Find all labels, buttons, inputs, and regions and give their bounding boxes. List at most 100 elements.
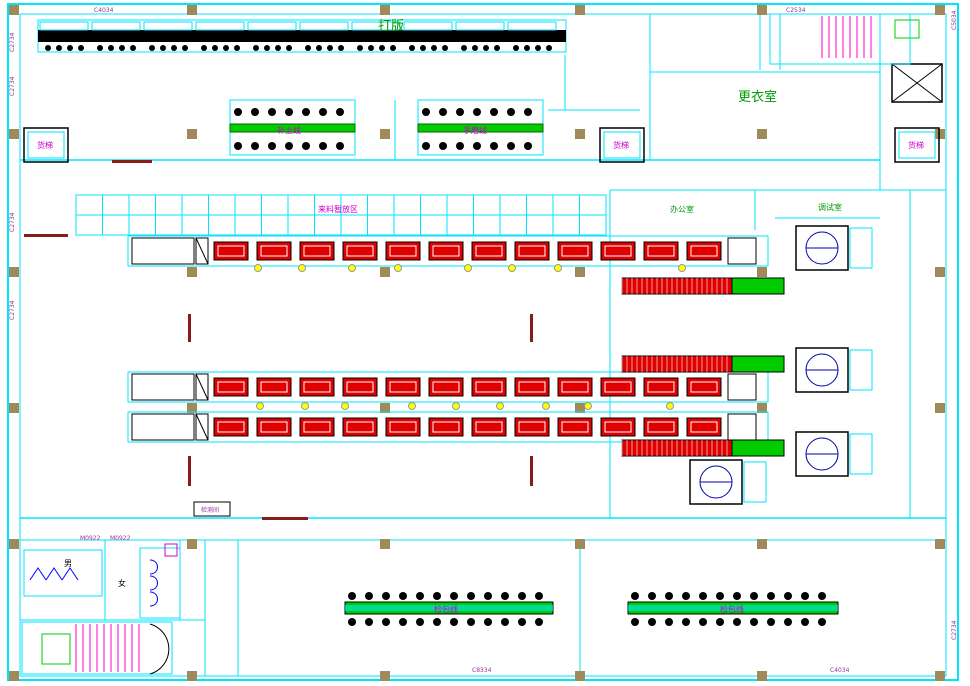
yellow-marker [542,402,550,410]
column [575,5,585,15]
machine-inner [518,245,546,257]
column [935,671,945,681]
operator-seat [319,142,327,150]
machine [643,241,679,261]
debug-room-label: 调试室 [818,202,842,212]
machine-inner [647,421,675,433]
operator-seat [45,45,51,51]
yellow-marker [408,402,416,410]
storage-cell [102,194,130,216]
top-line-unit [403,21,453,31]
column [9,539,19,549]
column [9,403,19,413]
machine-inner [432,381,460,393]
storage-cell [446,194,474,216]
machine [686,241,722,261]
machine [514,417,550,437]
operator-seat [399,618,407,626]
column [9,267,19,277]
operator-seat [524,45,530,51]
operator-seat [336,142,344,150]
robot-cell [795,225,849,271]
top-line-unit [91,21,141,31]
office-label: 办公室 [670,204,694,214]
operator-seat [416,618,424,626]
line-gate-x [195,237,209,265]
operator-seat [784,618,792,626]
operator-seat [439,142,447,150]
operator-seat [212,45,218,51]
operator-seat [253,45,259,51]
line-gate-x [195,413,209,441]
machine-inner [604,381,632,393]
yellow-marker [254,264,262,272]
storage-cell [579,194,607,216]
operator-seat [507,108,515,116]
operator-seat [733,618,741,626]
operator-seat [767,618,775,626]
machine [471,417,507,437]
machine-inner [389,381,417,393]
operator-seat [535,45,541,51]
operator-seat [473,108,481,116]
yellow-marker [496,402,504,410]
storage-cell [234,194,262,216]
operator-seat [450,618,458,626]
operator-seat [67,45,73,51]
changing-room-label: 更衣室 [738,89,777,105]
operator-seat [524,142,532,150]
column [757,5,767,15]
conveyor-end [731,277,785,295]
storage-cell [340,214,368,236]
operator-seat [456,108,464,116]
operator-seat [490,108,498,116]
stairs-top [769,13,920,65]
robot-side [849,349,873,391]
dim-door-2: M0922 [110,535,131,542]
operator-seat [319,108,327,116]
line-gate [195,413,209,441]
operator-seat [382,618,390,626]
operator-seat [733,592,741,600]
column [187,129,197,139]
machine-inner [647,245,675,257]
operator-seat [285,142,293,150]
machine [428,417,464,437]
column [935,267,945,277]
male-label: 男 [64,559,72,568]
elevator-2-label: 货梯 [613,140,629,150]
top-line-unit [195,21,245,31]
machine-inner [346,245,374,257]
operator-seat [439,108,447,116]
dim-top: C4034 [94,7,114,14]
column [575,539,585,549]
storage-cell [208,194,236,216]
operator-seat [390,45,396,51]
dim-left-2: C2734 [9,76,16,96]
robot-cell [689,459,743,505]
bottom-line-left: 检包线 [344,592,554,626]
machine-inner [690,381,718,393]
storage-cell [526,194,554,216]
operator-seat [108,45,114,51]
operator-seat [234,142,242,150]
storage-cell [287,214,315,236]
machine [557,241,593,261]
bottom-line-right-label: 检包线 [720,604,744,614]
machine [600,417,636,437]
right-machines [689,225,873,505]
storage-cell [579,214,607,236]
operator-seat [422,142,430,150]
operator-seat [251,142,259,150]
operator-seat [473,142,481,150]
storage-cell [526,214,554,236]
dim-left-1: C2734 [9,32,16,52]
top-line-unit [507,21,557,31]
machine [256,377,292,397]
top-line-unit [299,21,349,31]
machine-inner [260,245,288,257]
machine [643,417,679,437]
column [9,671,19,681]
machine-inner [217,381,245,393]
machine [428,377,464,397]
